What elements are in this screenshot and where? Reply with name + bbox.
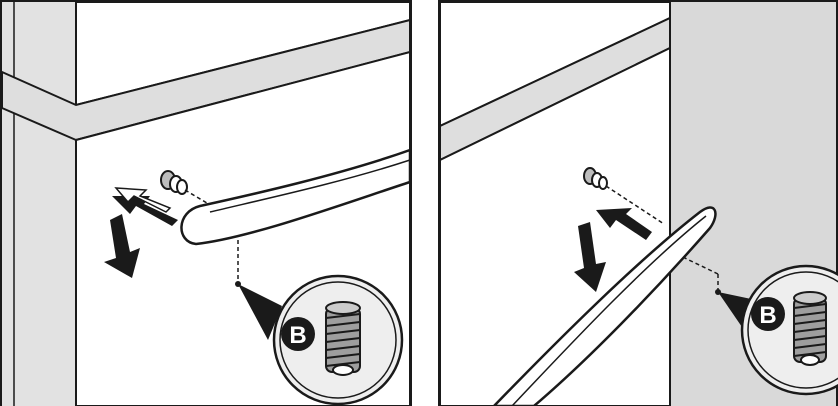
left-illustration: B xyxy=(0,0,412,406)
callout-badge-b-icon: B xyxy=(281,317,315,351)
panel-left-handle-install: B xyxy=(0,0,412,406)
callout-letter-left: B xyxy=(289,322,306,349)
left-cabinet-side xyxy=(2,2,76,406)
right-illustration: B xyxy=(438,0,838,406)
callout-badge-b-icon: B xyxy=(751,297,785,331)
panel-right-handle-install: B xyxy=(438,0,838,406)
magnified-thread-insert-icon xyxy=(326,302,360,375)
magnified-thread-insert-icon xyxy=(794,292,826,365)
callout-letter-right: B xyxy=(759,302,776,329)
